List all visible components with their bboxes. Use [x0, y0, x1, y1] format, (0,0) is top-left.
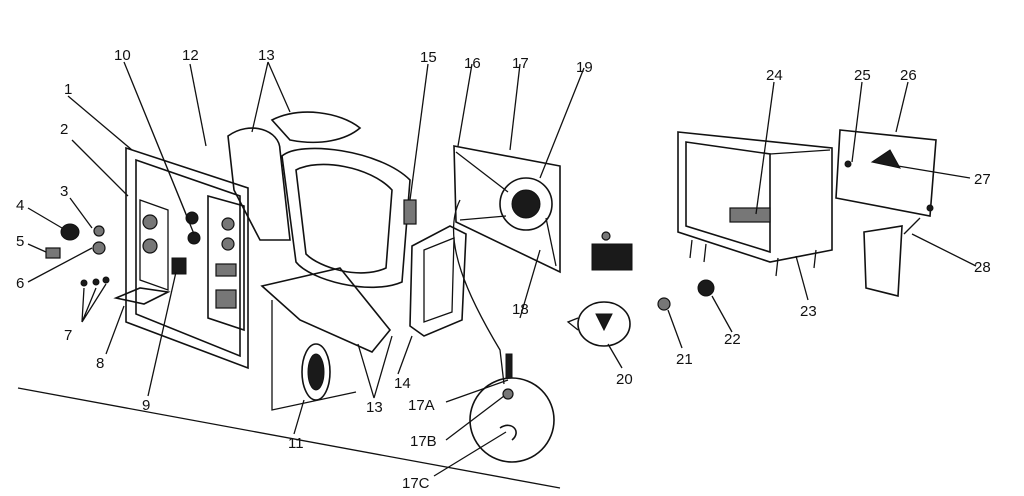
- label-27: 27: [974, 171, 991, 188]
- hardware-inset: [469, 353, 555, 463]
- label-19: 19: [576, 59, 593, 76]
- label-2: 2: [60, 121, 68, 138]
- front-bezel: [125, 146, 249, 370]
- knob-6: [92, 241, 106, 255]
- knob-5: [45, 247, 61, 259]
- label-17c: 17C: [402, 475, 430, 492]
- label-6: 6: [16, 275, 24, 292]
- label-28: 28: [974, 259, 991, 276]
- part-22: [697, 279, 715, 297]
- label-24: 24: [766, 67, 783, 84]
- label-13-top: 13: [258, 47, 275, 64]
- label-17b: 17B: [410, 433, 437, 450]
- label-12: 12: [182, 47, 199, 64]
- label-5: 5: [16, 233, 24, 250]
- label-3: 3: [60, 183, 68, 200]
- knob-3: [93, 225, 105, 237]
- flyback-transformer: [566, 301, 631, 347]
- control-panel: [185, 194, 245, 332]
- ground-wire: [452, 199, 505, 385]
- label-25: 25: [854, 67, 871, 84]
- label-26: 26: [900, 67, 917, 84]
- yoke-bracket: [453, 145, 561, 274]
- part-7-screws: [80, 276, 110, 287]
- label-15: 15: [420, 49, 437, 66]
- label-4: 4: [16, 197, 24, 214]
- picture-tube: [281, 147, 417, 289]
- label-23: 23: [800, 303, 817, 320]
- label-21: 21: [676, 351, 693, 368]
- label-11: 11: [288, 435, 304, 452]
- label-7: 7: [64, 327, 72, 344]
- knob-4: [60, 223, 80, 241]
- label-16: 16: [464, 55, 481, 72]
- label-14: 14: [394, 375, 411, 392]
- label-18: 18: [512, 301, 529, 318]
- console-cabinet: [677, 131, 833, 277]
- label-20: 20: [616, 371, 633, 388]
- chassis: [409, 225, 467, 337]
- cabinet-shell: [227, 111, 392, 353]
- label-17: 17: [512, 55, 529, 72]
- label-9: 9: [142, 397, 150, 414]
- back-cover: [835, 129, 937, 217]
- part-8-bracket: [113, 287, 171, 305]
- label-10: 10: [114, 47, 131, 64]
- interlock-assembly: [863, 217, 921, 298]
- label-13-bottom: 13: [366, 399, 383, 416]
- label-22: 22: [724, 331, 741, 348]
- part-21: [657, 297, 671, 311]
- floor-line: [17, 387, 561, 489]
- label-1: 1: [64, 81, 72, 98]
- label-8: 8: [96, 355, 104, 372]
- speaker-bracket-line: [271, 300, 357, 411]
- module-box: [591, 231, 633, 271]
- leader-lines: [27, 61, 977, 477]
- label-17a: 17A: [408, 397, 435, 414]
- speaker: [301, 343, 331, 401]
